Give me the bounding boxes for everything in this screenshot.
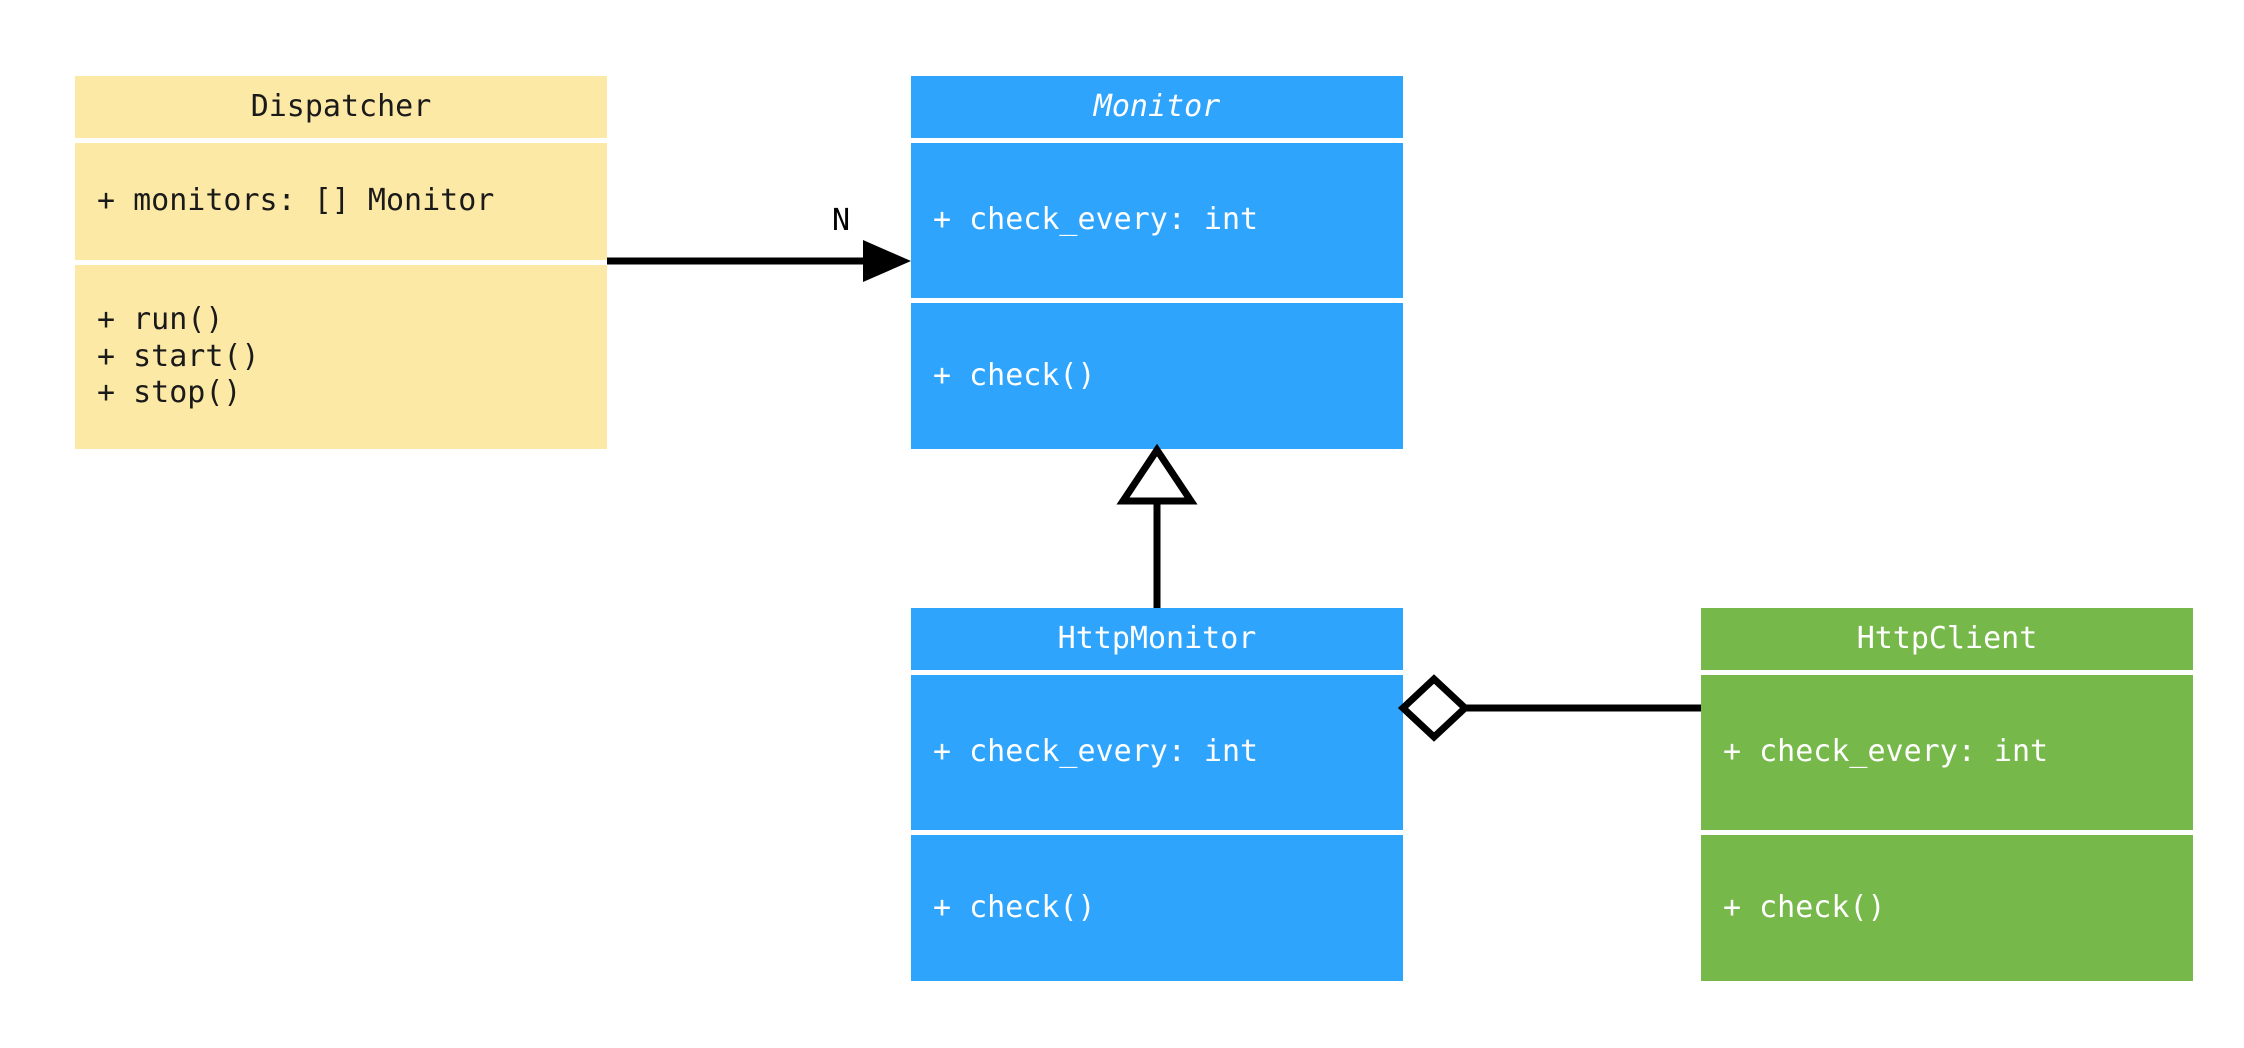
class-methods-compartment: + check() xyxy=(911,835,1403,981)
association-multiplicity-label: N xyxy=(832,203,851,238)
class-box-dispatcher[interactable]: Dispatcher + monitors: [] Monitor + run(… xyxy=(75,76,607,449)
class-name-httpclient: HttpClient xyxy=(1856,621,2038,656)
attribute-row: + check_every: int xyxy=(933,202,1259,238)
method-row: + check() xyxy=(933,357,1096,393)
attribute-row: + monitors: [] Monitor xyxy=(97,183,495,219)
class-methods-compartment: + check() xyxy=(911,303,1403,449)
class-attributes-compartment: + check_every: int xyxy=(911,675,1403,830)
class-title-compartment: Dispatcher xyxy=(75,76,607,138)
relationship-association-dispatcher-monitor xyxy=(607,240,911,282)
hollow-triangle-icon xyxy=(1116,443,1198,505)
relationship-aggregation-httpmonitor-httpclient xyxy=(1397,674,1701,742)
method-row: + check() xyxy=(1723,889,1886,925)
class-box-httpclient[interactable]: HttpClient + check_every: int + check() xyxy=(1701,608,2193,981)
attribute-row: + check_every: int xyxy=(933,734,1259,770)
class-attributes-compartment: + check_every: int xyxy=(911,143,1403,298)
hollow-diamond-icon xyxy=(1397,674,1471,742)
class-title-compartment: HttpClient xyxy=(1701,608,2193,670)
class-title-compartment: Monitor xyxy=(911,76,1403,138)
method-row: + stop() xyxy=(97,375,242,411)
class-title-compartment: HttpMonitor xyxy=(911,608,1403,670)
class-methods-compartment: + check() xyxy=(1701,835,2193,981)
method-row: + check() xyxy=(933,889,1096,925)
relationship-generalization-httpmonitor-monitor xyxy=(1116,443,1198,608)
class-attributes-compartment: + check_every: int xyxy=(1701,675,2193,830)
class-attributes-compartment: + monitors: [] Monitor xyxy=(75,143,607,260)
method-row: + run() xyxy=(97,302,224,338)
class-box-httpmonitor[interactable]: HttpMonitor + check_every: int + check() xyxy=(911,608,1403,981)
filled-arrow-icon xyxy=(863,240,911,282)
class-name-httpmonitor: HttpMonitor xyxy=(1057,621,1257,656)
attribute-row: + check_every: int xyxy=(1723,734,2049,770)
class-methods-compartment: + run() + start() + stop() xyxy=(75,265,607,449)
class-name-monitor: Monitor xyxy=(1093,89,1221,124)
method-row: + start() xyxy=(97,338,260,374)
class-box-monitor[interactable]: Monitor + check_every: int + check() xyxy=(911,76,1403,449)
class-name-dispatcher: Dispatcher xyxy=(250,89,432,124)
